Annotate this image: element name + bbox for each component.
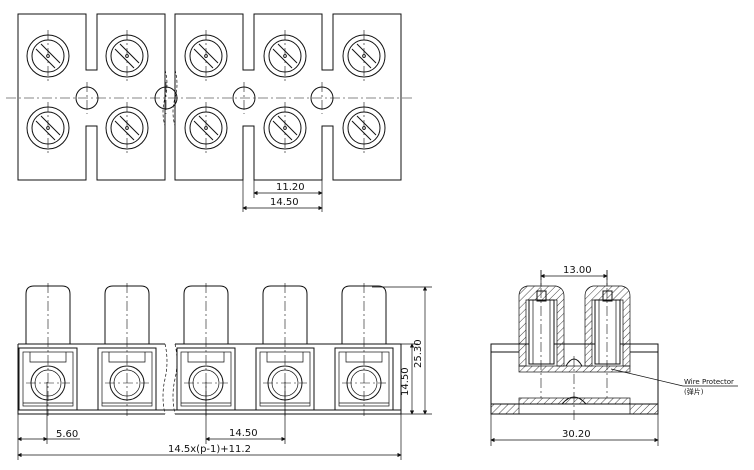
screw-slot-line: [35, 120, 56, 141]
front-view-body-left: [17, 343, 165, 415]
cable-entry-frame: [97, 347, 157, 411]
front-view-break-line: [162, 343, 168, 415]
screw-slot-line: [356, 115, 377, 136]
wire-protector-leader: [610, 368, 684, 387]
dim-label-total-length: 14.5x(p-1)+11.2: [168, 444, 251, 455]
screw-head-icon: [342, 30, 386, 82]
side-view-screw-slot: [536, 290, 547, 302]
cable-entry-inner: [22, 351, 74, 407]
screw-slot-line: [193, 120, 214, 141]
screw-head-icon: [342, 102, 386, 154]
screw-slot-line: [351, 120, 372, 141]
top-view-screws: [26, 30, 386, 154]
side-view-wire-protector: [518, 365, 631, 373]
wire-protector-label: Wire Protector: [684, 378, 734, 386]
screw-slot-line: [277, 43, 298, 64]
screw-slot-line: [114, 120, 135, 141]
cable-entry-inner: [101, 351, 153, 407]
screw-head-icon: [263, 102, 307, 154]
screw-head-icon: [184, 30, 228, 82]
dim-label-11-20: 11.20: [276, 182, 305, 193]
side-view-base-section: [518, 397, 631, 405]
screw-slot-line: [272, 48, 293, 69]
dim-label-30-20: 30.20: [562, 429, 591, 440]
clamp-plate: [108, 352, 146, 363]
screw-slot-line: [40, 43, 61, 64]
clamp-plate: [29, 352, 67, 363]
side-section-view: 13.00 30.20 Wire Protector (弹片): [490, 265, 738, 446]
screw-slot-line: [356, 43, 377, 64]
top-view-mounting-holes: [75, 82, 334, 114]
screw-slot-line: [198, 115, 219, 136]
side-view-screw-slot: [602, 290, 613, 302]
screw-slot-line: [277, 115, 298, 136]
side-view-housing-left: [518, 285, 565, 367]
clamp-plate: [187, 352, 225, 363]
screw-slot-line: [114, 48, 135, 69]
clamp-plate: [345, 352, 383, 363]
cable-entry-frame: [334, 347, 394, 411]
clamp-plate: [266, 352, 304, 363]
screw-head-icon: [26, 30, 70, 82]
cable-entry-frame: [18, 347, 78, 411]
screw-slot-line: [40, 115, 61, 136]
front-view-break-line: [172, 343, 178, 415]
side-view-body: [490, 343, 659, 415]
screw-head-icon: [184, 102, 228, 154]
terminal-unit: [334, 283, 394, 416]
dim-label-14-50-bottom: 14.50: [229, 428, 258, 439]
cable-entry-inner: [338, 351, 390, 407]
top-view-right-block: [174, 13, 402, 181]
screw-slot-line: [193, 48, 214, 69]
screw-slot-line: [272, 120, 293, 141]
screw-slot-line: [35, 48, 56, 69]
top-view: 11.20 14.50: [6, 13, 414, 212]
screw-head-icon: [263, 30, 307, 82]
front-view: 25.30 14.50 5.60 14.50 14.5x(p-1)+11.2: [17, 283, 432, 460]
dim-label-13-00: 13.00: [563, 265, 592, 276]
screw-slot-line: [351, 48, 372, 69]
dim-label-14-50-top: 14.50: [270, 197, 299, 208]
screw-slot-line: [119, 43, 140, 64]
dim-label-5-60: 5.60: [56, 429, 78, 440]
screw-head-icon: [105, 30, 149, 82]
side-view-base-edge: [629, 403, 659, 415]
terminal-unit: [97, 283, 157, 416]
wire-protector-label-cn: (弹片): [684, 387, 704, 396]
screw-head-icon: [26, 102, 70, 154]
side-view-base-edge: [490, 403, 520, 415]
side-view-housing-right: [584, 285, 631, 367]
terminal-unit: [18, 283, 78, 416]
top-view-left-block: [17, 13, 166, 181]
screw-slot-line: [198, 43, 219, 64]
front-view-body-right: [175, 343, 402, 415]
dim-label-25-30: 25.30: [413, 339, 424, 368]
screw-head-icon: [105, 102, 149, 154]
dim-label-14-50-height: 14.50: [400, 367, 411, 396]
screw-slot-line: [119, 115, 140, 136]
